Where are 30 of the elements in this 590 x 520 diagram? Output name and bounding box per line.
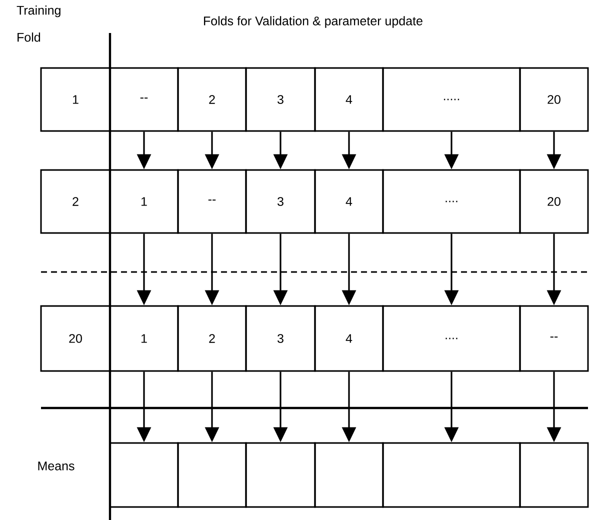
table-cell: 4	[314, 169, 384, 234]
empty-cell	[314, 442, 384, 508]
table-cell: 3	[245, 67, 316, 132]
table-cell: 1	[109, 305, 179, 372]
table-cell: --	[177, 169, 247, 234]
column-heading: Folds for Validation & parameter update	[204, 16, 422, 28]
table-cell: 2	[40, 169, 111, 234]
empty-cell	[382, 442, 521, 508]
empty-cell	[177, 442, 247, 508]
table-cell: 20	[519, 169, 589, 234]
table-cell: 3	[245, 305, 316, 372]
table-cell: ....	[382, 305, 521, 372]
table-cell: 2	[177, 67, 247, 132]
table-cell: 20	[519, 67, 589, 132]
empty-cell	[245, 442, 316, 508]
table-cell: 4	[314, 67, 384, 132]
empty-cell	[519, 442, 589, 508]
table-cell: 4	[314, 305, 384, 372]
table-cell: 2	[177, 305, 247, 372]
table-cell: 1	[109, 169, 179, 234]
table-cell: --	[109, 67, 179, 132]
row-label: Means	[38, 462, 74, 470]
row-label-heading: Training Fold	[16, 6, 60, 42]
table-cell: 3	[245, 169, 316, 234]
table-cell: --	[519, 305, 589, 372]
empty-cell	[109, 442, 179, 508]
table-cell: .....	[382, 67, 521, 132]
table-cell: ....	[382, 169, 521, 234]
table-cell: 1	[40, 67, 111, 132]
table-cell: 20	[40, 305, 111, 372]
